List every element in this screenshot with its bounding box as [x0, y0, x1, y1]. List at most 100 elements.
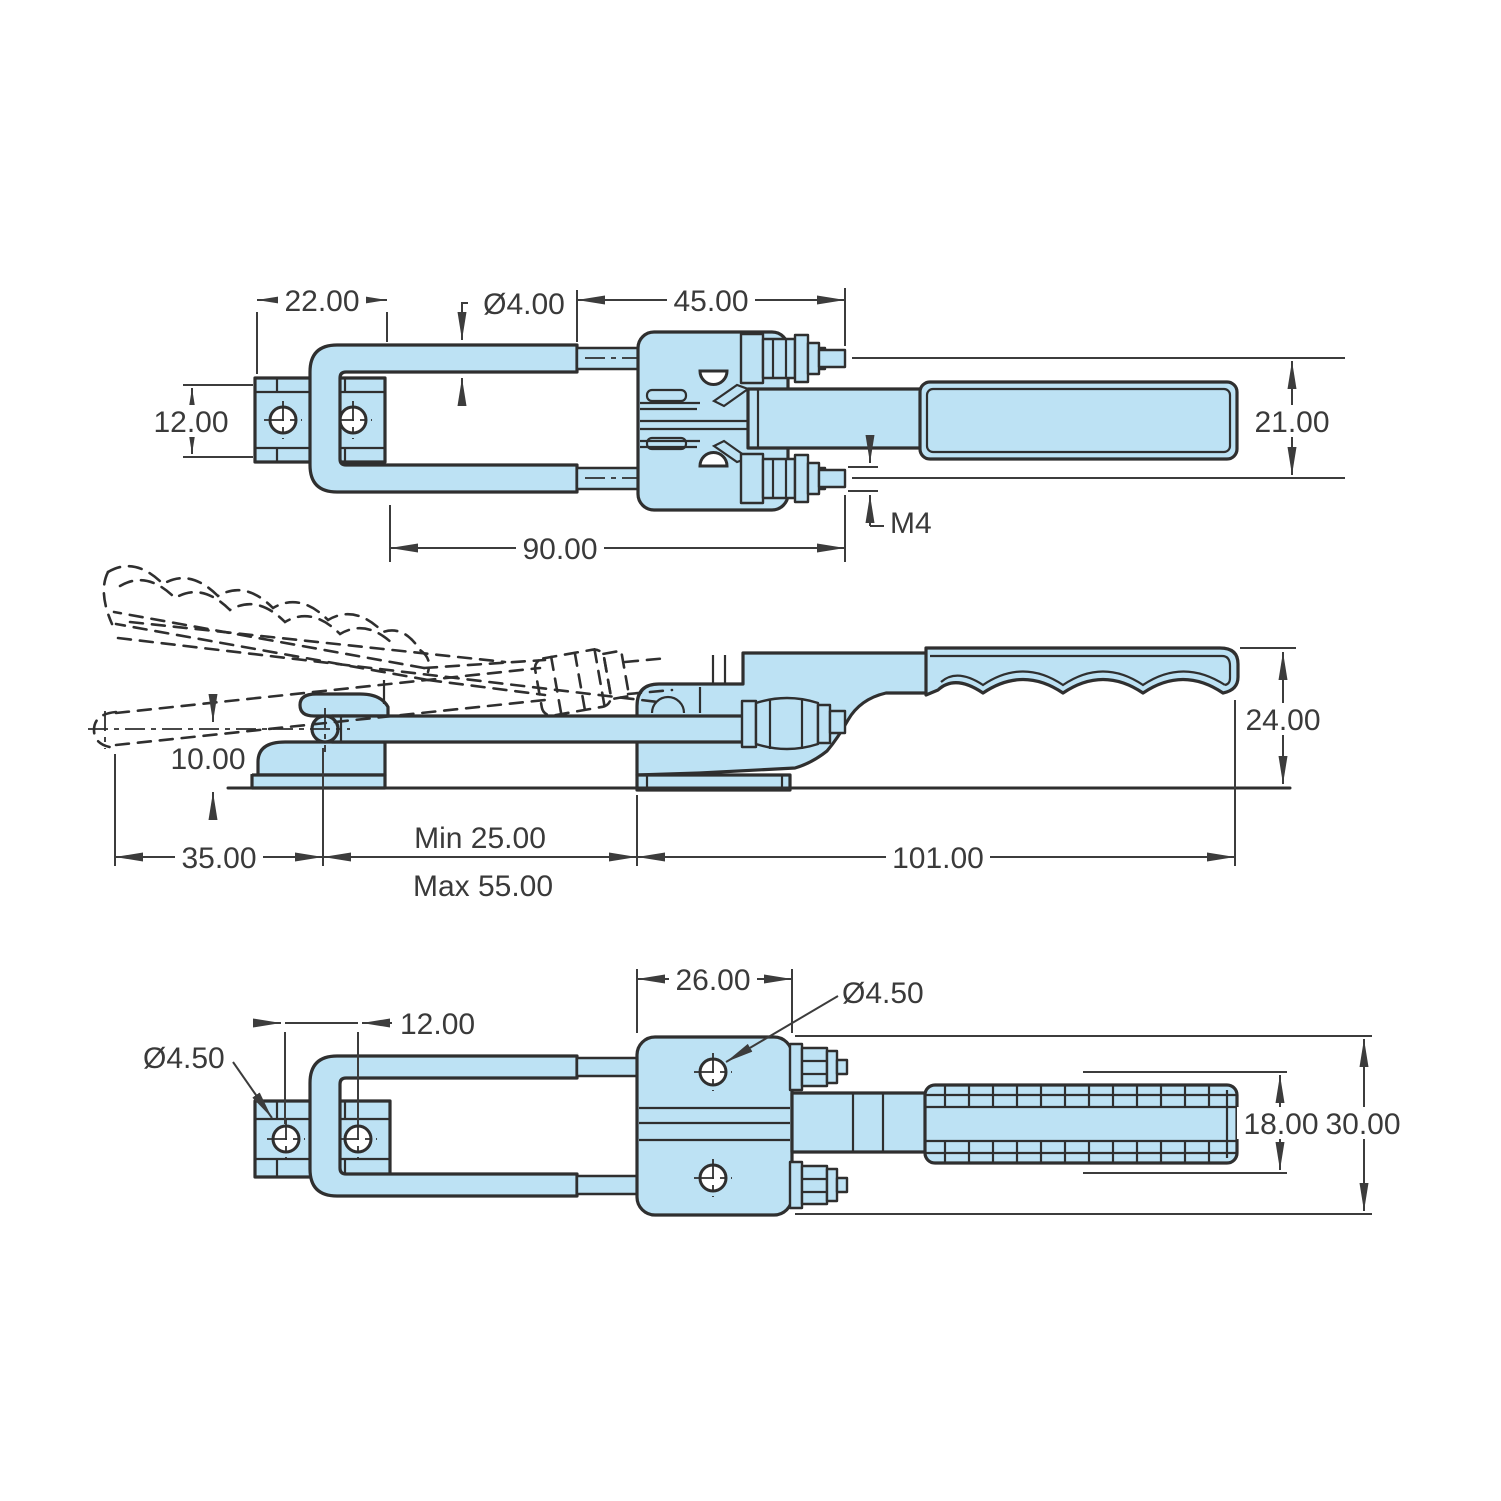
grip-sleeve-inner [930, 654, 1232, 687]
dim-max-reach: Max 55.00 [413, 870, 553, 903]
dim-body-length: 101.00 [892, 842, 984, 875]
nut-stack-upper-bottomview [788, 1042, 849, 1092]
dim-bracket-hole-diameter: Ø4.50 [143, 1042, 225, 1075]
phantom-grip-wavy-edge [106, 564, 431, 674]
jam-washer [793, 333, 810, 384]
body-detail-side [650, 655, 727, 714]
dim-22-bg [278, 284, 366, 316]
bottom-view-dimensions: 26.00 Ø4.50 12.00 Ø4.50 18.00 30.00 [143, 963, 1408, 1215]
side-view-dimensions: 10.00 35.00 Min 25.00 Max 55.00 101.00 2… [114, 647, 1327, 903]
dim-35-bg [175, 841, 263, 873]
nut-stack-upper [739, 332, 847, 385]
dim-overall-width: 30.00 [1325, 1108, 1400, 1141]
stack-lines [640, 401, 770, 449]
dim-catch-height: 10.00 [170, 743, 245, 776]
phantom-grip-inner-edge [118, 578, 397, 648]
dim-min-bg [400, 826, 560, 854]
dim-dia4-bg [468, 287, 580, 319]
hex-nut [761, 457, 797, 500]
lever-bar-top [746, 387, 928, 450]
hole-crosshairs [264, 401, 372, 439]
ext-m4 [848, 466, 878, 492]
dim-12-top-bg [147, 405, 235, 437]
leader-dia450-bracket [232, 1061, 273, 1119]
bottom-view: 26.00 Ø4.50 12.00 Ø4.50 18.00 30.00 [143, 963, 1408, 1217]
hex-flats [771, 459, 788, 498]
grip-inner-line [925, 387, 1232, 454]
grip-band-lines [925, 1090, 1237, 1158]
u-bolt-top [308, 343, 579, 494]
dim-body-width: 26.00 [675, 964, 750, 997]
rod-centerline-side [88, 708, 350, 752]
ext-21 [852, 357, 1345, 479]
latch-catch-side [250, 692, 390, 790]
serrated-block-lower [645, 436, 688, 451]
nut-stack-lower-bottomview [788, 1160, 849, 1210]
clamp-body-bottom [635, 1035, 794, 1217]
washer [825, 1167, 839, 1203]
hex-nut [800, 1164, 829, 1206]
dim-18-bg [1237, 1107, 1323, 1139]
washer [825, 1049, 839, 1085]
flange-washer [739, 452, 765, 505]
stud-tip [835, 1176, 849, 1194]
phantom-nut-facets [549, 648, 606, 716]
ext-18 [1083, 1071, 1287, 1174]
ext-22 [256, 312, 388, 374]
dim-101-bg [886, 841, 990, 873]
dim-bracket-width: 22.00 [284, 285, 359, 318]
phantom-nut-washer [601, 649, 631, 701]
dim-catch-offset: 35.00 [181, 842, 256, 875]
mounting-base-side [635, 773, 792, 792]
nut-flange [740, 699, 758, 749]
dim-bracket-height: 12.00 [153, 406, 228, 439]
dim-21-bg [1248, 405, 1336, 437]
handle-grip-side [924, 646, 1240, 697]
dim-bolt-length: 90.00 [522, 533, 597, 566]
hole-crosshairs [267, 1120, 377, 1158]
top-view-dimensions: 22.00 Ø4.00 45.00 12.00 21.00 90.00 [147, 284, 1345, 566]
dim-90-bg [516, 532, 604, 564]
flange-washer [788, 1160, 804, 1210]
jam-washer [793, 453, 810, 504]
phantom-nut [533, 648, 631, 717]
hex-flats [802, 1059, 827, 1076]
dim-bracket-hole-spacing: 12.00 [400, 1008, 475, 1041]
serrated-block-upper [645, 388, 688, 403]
dim-handle-width: 21.00 [1254, 406, 1329, 439]
ext-lines-bottom-dims [114, 700, 1236, 866]
nut-stack-lower [739, 452, 847, 505]
phantom-grip-cap-and-bottom [102, 570, 430, 682]
washer [806, 341, 821, 376]
u-bolt-bottom [308, 1054, 579, 1198]
dim-thread-size: M4 [890, 507, 932, 540]
body-lines [639, 1106, 790, 1142]
ext-90 [389, 495, 846, 562]
dim-45-bg [667, 284, 755, 316]
dim-rod-diameter: Ø4.00 [483, 288, 565, 321]
hex-flats [771, 339, 788, 378]
open-position-phantom [92, 564, 674, 750]
flange-washer [739, 332, 765, 385]
pivot-arc [650, 695, 686, 714]
body-notch-upper [698, 369, 729, 386]
ext-30 [795, 1035, 1372, 1215]
handle-bottom [790, 1083, 1239, 1165]
ext-12-bottom [284, 1032, 359, 1124]
grip-ribs [943, 1086, 1211, 1162]
stud-tip [817, 468, 847, 489]
stud-tip [817, 348, 847, 369]
grip-bottom [923, 1083, 1239, 1165]
grip-top [918, 380, 1239, 461]
handle-top [746, 380, 1239, 461]
ext-12-top [183, 384, 253, 458]
top-view: 22.00 Ø4.00 45.00 12.00 21.00 90.00 [147, 284, 1345, 566]
lever-bar-bottom [790, 1091, 932, 1154]
hex-nut [800, 1046, 829, 1088]
catch-base [256, 740, 387, 777]
body-bend-lines [698, 655, 727, 713]
flange-washer [788, 1042, 804, 1092]
nut-stud [828, 709, 847, 735]
